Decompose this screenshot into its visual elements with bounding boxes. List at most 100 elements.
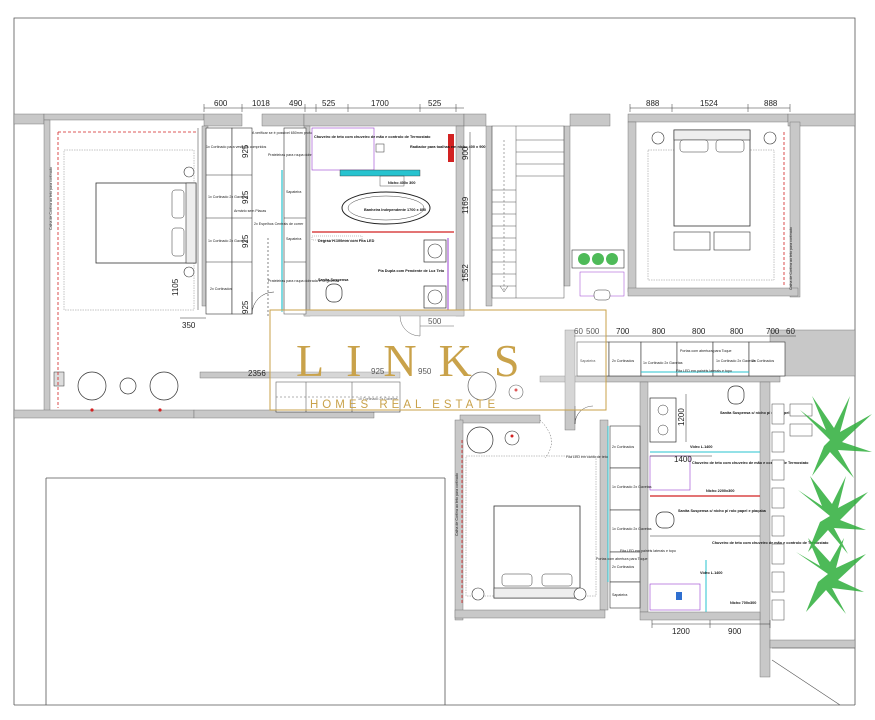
dim: 1169 bbox=[461, 196, 470, 214]
pillow bbox=[541, 573, 573, 587]
dim: 950 bbox=[418, 367, 432, 376]
dim: 925 bbox=[241, 144, 250, 158]
dim: 1700 bbox=[371, 99, 389, 108]
label-cortina-1: Calha de Cortina ao teto para cortinado bbox=[49, 167, 53, 230]
dims-bottom: 1200 900 bbox=[672, 627, 742, 636]
watermark-tagline: HOMES REAL ESTATE bbox=[310, 399, 499, 411]
dim: 60 bbox=[786, 327, 795, 336]
toilet bbox=[727, 385, 745, 405]
label-cort-mid-4: 2x Cortinados bbox=[752, 359, 774, 363]
label-verificar: A verificar se é possível 650mm profundi… bbox=[252, 131, 370, 135]
label-radiador: Radiador para toalhas em nicho 400 x 900 bbox=[410, 145, 486, 149]
dim: 2356 bbox=[248, 369, 266, 378]
label-chuveiro-3: Chuveiro de teto com chuveiro de mão e c… bbox=[712, 541, 829, 545]
bathtub bbox=[341, 191, 431, 225]
label-cortina-3: Calha de Cortina ao teto para cortinado bbox=[455, 473, 459, 536]
label-vidro-1: Vidro L.1400 bbox=[690, 445, 713, 449]
label-cort-gav-1: 1x Cortinado 2x Gavetas bbox=[208, 195, 248, 199]
door-arcs bbox=[251, 291, 594, 425]
label-fita-led-1: Fita LED em painéis laterais e topo bbox=[676, 369, 732, 373]
label-banheira: Banheira Independente 1700 x 800 bbox=[364, 208, 426, 212]
label-closet-corr: 1x Cortinado 2x Gavetas bbox=[358, 397, 398, 401]
dim: 1105 bbox=[171, 278, 180, 296]
label-cort-r3-2: 1x Cortinado 2x Gavetas bbox=[612, 485, 652, 489]
tv-unit bbox=[53, 371, 65, 387]
label-sapateira-1: Sapateira bbox=[286, 190, 301, 194]
bench bbox=[673, 231, 711, 251]
staircase bbox=[491, 125, 565, 299]
pillow bbox=[679, 139, 709, 153]
dim: 925 bbox=[371, 367, 385, 376]
shower-tray bbox=[649, 583, 701, 611]
bedroom-right-top: Calha de Cortina ao teto para cortinado bbox=[647, 129, 793, 290]
dim: 900 bbox=[728, 627, 742, 636]
dim: 490 bbox=[289, 99, 303, 108]
dim: 700 bbox=[616, 327, 630, 336]
armchair bbox=[149, 371, 179, 401]
bedside-lamp bbox=[183, 266, 195, 278]
dim: 500 bbox=[586, 327, 600, 336]
bedside-lamp bbox=[573, 587, 587, 601]
door-swing bbox=[311, 235, 363, 241]
label-cortina-2: Calha de Cortina ao teto para cortinado bbox=[789, 227, 793, 290]
side-table bbox=[119, 377, 137, 395]
label-fita-led-3: Fita LED em painéis laterais e topo bbox=[620, 549, 676, 553]
label-vidro-2: Vidro L.1400 bbox=[700, 571, 723, 575]
shower-drain bbox=[375, 143, 385, 153]
dim: 600 bbox=[214, 99, 228, 108]
bed-headboard bbox=[493, 587, 581, 599]
label-cort-mid-2: 1x Cortinado 2x Gavetas bbox=[643, 361, 683, 365]
label-chuveiro-2: Chuveiro de teto com chuveiro de mão e c… bbox=[692, 461, 809, 465]
label-nicho-3: Nicho 700x300 bbox=[730, 601, 756, 605]
watermark-brand: LINKS bbox=[296, 335, 541, 386]
label-degrau: Degrau H.100mm com Fita LED bbox=[318, 239, 375, 243]
shower-tray bbox=[649, 455, 691, 491]
dims-left-side: 925 925 925 925 1105 bbox=[171, 144, 250, 314]
pillow bbox=[715, 139, 745, 153]
dim: 888 bbox=[764, 99, 778, 108]
dims-top-right: 888 1524 888 bbox=[646, 99, 778, 108]
palm-tree-icon bbox=[796, 396, 872, 614]
bench bbox=[713, 231, 751, 251]
label-sanita-3: Sanita Suspensa c/ nicho p/ rolo papel e… bbox=[678, 509, 767, 513]
armchair bbox=[466, 426, 494, 454]
red-marker bbox=[90, 408, 94, 412]
label-sap-mid: Sapateira bbox=[580, 359, 595, 363]
dims-bath2: 1200 1400 bbox=[674, 408, 692, 464]
dim: 525 bbox=[322, 99, 336, 108]
label-portas-toque-2: Portas com abertura para Toque bbox=[596, 557, 647, 561]
label-pia-dupla: Pia Dupla com Pendente de Luz Teto bbox=[378, 269, 445, 273]
dim: 700 bbox=[766, 327, 780, 336]
bath-niche bbox=[379, 175, 405, 187]
dims-corridor: 2356 925 950 bbox=[248, 367, 432, 378]
label-prateleiras-1: Prateleiras para roupa dobrada e 4x gave… bbox=[268, 153, 339, 157]
side-table bbox=[508, 384, 524, 400]
dim: 350 bbox=[182, 321, 196, 330]
label-sapateira-2: Sapateira bbox=[286, 237, 301, 241]
sink-basin bbox=[427, 243, 443, 259]
label-cort-mid-1: 2x Cortinados bbox=[612, 359, 634, 363]
armchair bbox=[77, 371, 107, 401]
outline-lines bbox=[13, 17, 856, 706]
closet-mid bbox=[576, 341, 786, 377]
label-chuveiro-1: Chuveiro de teto com chuveiro de mão e c… bbox=[314, 135, 431, 139]
bedside-lamp bbox=[183, 166, 195, 178]
dims-bath: 900 1169 1552 500 350 bbox=[182, 146, 470, 330]
planter bbox=[571, 249, 625, 301]
dimension-lines bbox=[180, 104, 796, 628]
dims-top-left: 600 1018 490 525 1700 525 bbox=[214, 99, 442, 108]
dim: 925 bbox=[241, 300, 250, 314]
sink-basin bbox=[657, 424, 669, 436]
label-cort-mid-3: 1x Cortinado 2x Gavetas bbox=[716, 359, 756, 363]
closet-corridor bbox=[275, 381, 401, 413]
label-cortinados-1: 2x Cortinados bbox=[210, 287, 232, 291]
pillow bbox=[171, 227, 185, 257]
pool-edge bbox=[771, 647, 855, 706]
bedroom-lower: Calha de Cortina ao teto para cortinado bbox=[455, 419, 597, 604]
dim: 900 bbox=[461, 146, 470, 160]
sink-basin bbox=[427, 289, 443, 305]
side-table bbox=[504, 430, 520, 446]
watermark-frame bbox=[269, 309, 607, 411]
dim: 1524 bbox=[700, 99, 718, 108]
dim: 1200 bbox=[677, 408, 686, 426]
